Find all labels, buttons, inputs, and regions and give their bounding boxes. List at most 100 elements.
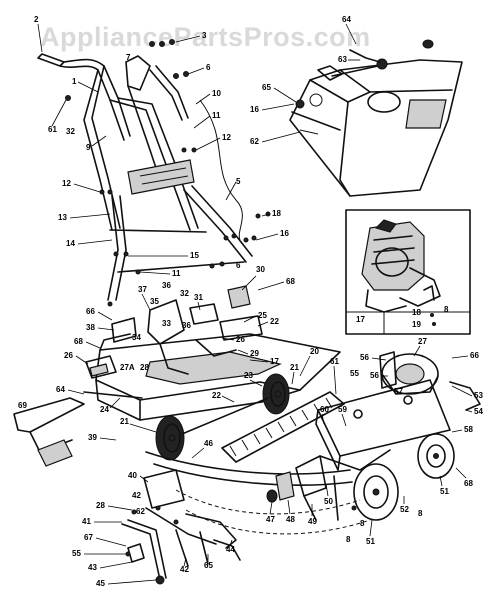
callout-36-top: 36 [162,281,171,290]
callout-51-right: 51 [440,487,449,496]
callout-41: 41 [82,517,91,526]
callout-48: 48 [286,515,295,524]
callout-66-left: 66 [86,307,95,316]
callout-32: 32 [66,127,75,136]
callout-65-low: 65 [204,561,213,570]
callout-36-mid: 36 [182,321,191,330]
callout-40: 40 [128,471,137,480]
drive-assembly [266,351,481,521]
callout-67: 67 [84,533,93,542]
callout-37: 37 [138,285,147,294]
callout-11-top: 11 [212,111,221,120]
callout-55-left: 55 [72,549,81,558]
callout-6-mid: 6 [236,261,241,270]
callout-27: 27 [418,337,427,346]
callout-29: 29 [250,349,259,358]
callout-12-right: 12 [222,133,231,142]
callout-2: 2 [34,15,39,24]
callout-46: 46 [204,439,213,448]
callout-28-low: 28 [96,501,105,510]
callout-24: 24 [100,405,109,414]
callout-68-low: 68 [464,479,473,488]
callout-8-low-c: 8 [418,509,423,518]
callout-61: 61 [330,357,339,366]
callout-7: 7 [126,53,131,62]
callout-5: 5 [236,177,241,186]
wheels-and-rotor [145,373,371,535]
callout-1: 1 [72,77,77,86]
callout-42-top: 42 [132,491,141,500]
callout-47: 47 [266,515,275,524]
callout-59: 59 [338,405,347,414]
callout-20: 20 [310,347,319,356]
engine-inset: 17 18 19 [345,209,471,335]
callout-51-low: 51 [366,537,375,546]
callout-18: 18 [272,209,281,218]
callout-39: 39 [88,433,97,442]
callout-16-mid: 16 [280,229,289,238]
callout-labels: 2 1 3 32 61 9 7 6 10 11 12 5 12 13 14 15… [18,15,483,588]
callout-65-top: 65 [262,83,271,92]
callout-27a: 27A [120,363,135,372]
callout-21-right: 21 [290,363,299,372]
callout-3: 3 [202,31,207,40]
deck-assembly [85,285,341,421]
callout-54: 54 [474,407,483,416]
callout-8-mid: 8 [444,305,449,314]
inset-label-17: 17 [356,315,365,324]
callout-58: 58 [464,425,473,434]
grass-catcher [289,39,463,197]
callout-62-top: 62 [250,137,259,146]
callout-44: 44 [226,545,235,554]
callout-56-left: 56 [360,353,369,362]
callout-49: 49 [308,517,317,526]
callout-45: 45 [96,579,105,588]
callout-11-mid: 11 [172,269,181,278]
callout-22-mid: 22 [212,391,221,400]
callout-10: 10 [212,89,221,98]
callout-8-top: 61 [48,125,57,134]
callout-60: 60 [320,405,329,414]
callout-43: 43 [88,563,97,572]
callout-35: 35 [150,297,159,306]
callout-63: 63 [338,55,347,64]
callout-42-low: 42 [180,565,189,574]
callout-21-left: 21 [120,417,129,426]
callout-69: 69 [18,401,27,410]
callout-52: 52 [400,505,409,514]
callout-6-top: 6 [206,63,211,72]
lever-assembly [121,469,241,585]
callout-68-left: 68 [74,337,83,346]
callout-23: 23 [244,371,253,380]
callout-50: 50 [324,497,333,506]
callout-14: 14 [66,239,75,248]
callout-53: 53 [474,391,483,400]
callout-30: 30 [256,265,265,274]
callout-64-top: 64 [342,15,351,24]
callout-62-low: 62 [136,507,145,516]
callout-22-top: 22 [270,317,279,326]
callout-33: 33 [162,319,171,328]
inset-label-18: 18 [412,308,421,317]
callout-31: 31 [194,293,203,302]
watermark: AppliancePartsPros.com [40,22,371,52]
left-guard [13,391,143,467]
callout-64-left: 64 [56,385,65,394]
callout-9: 9 [86,143,91,152]
callout-38: 38 [86,323,95,332]
callout-13: 13 [58,213,67,222]
callout-26-left: 26 [64,351,73,360]
callout-34: 34 [132,333,141,342]
callout-32-mid: 32 [180,289,189,298]
callout-66-right: 66 [470,351,479,360]
callout-57: 57 [394,387,403,396]
callout-17-main: 17 [270,357,279,366]
callout-15: 15 [190,251,199,260]
callout-56-right: 56 [370,371,379,380]
callout-26-right: 26 [236,335,245,344]
callout-12-left: 12 [62,179,71,188]
callout-55-right: 55 [350,369,359,378]
callout-25: 25 [258,311,267,320]
callout-8-low-b: 8 [360,519,365,528]
